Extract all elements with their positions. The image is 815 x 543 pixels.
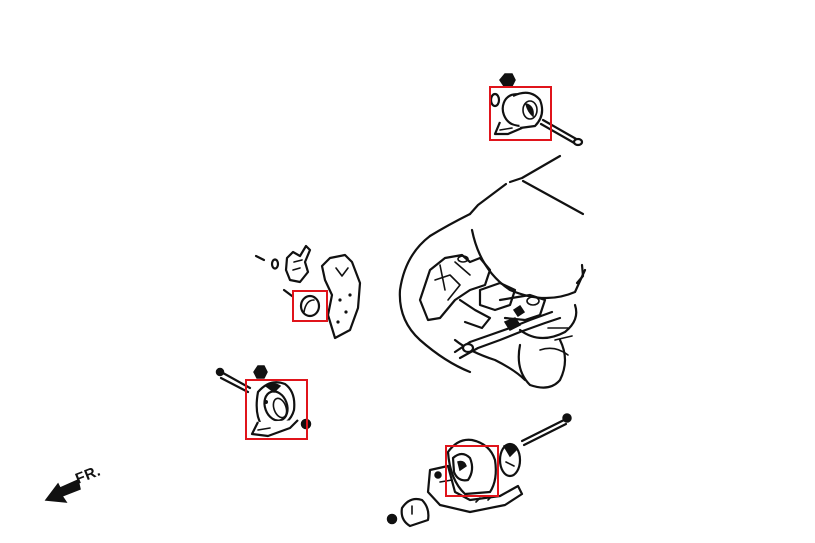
arrow-left-down-icon: [44, 478, 81, 503]
highlight-box-mount-top-right: [489, 86, 552, 141]
engine-mount-bottom-center: [386, 413, 572, 528]
engine-mount-middle-left: [254, 244, 362, 340]
highlight-box-mount-lower-left: [245, 379, 308, 440]
engine-mount-lower-left: [215, 365, 312, 438]
highlight-box-mount-bottom-center: [445, 445, 499, 497]
engine-mount-top-right: [489, 73, 584, 147]
highlight-box-mount-middle-left: [292, 290, 328, 322]
vehicle-engine-bay-outline: [398, 154, 587, 389]
